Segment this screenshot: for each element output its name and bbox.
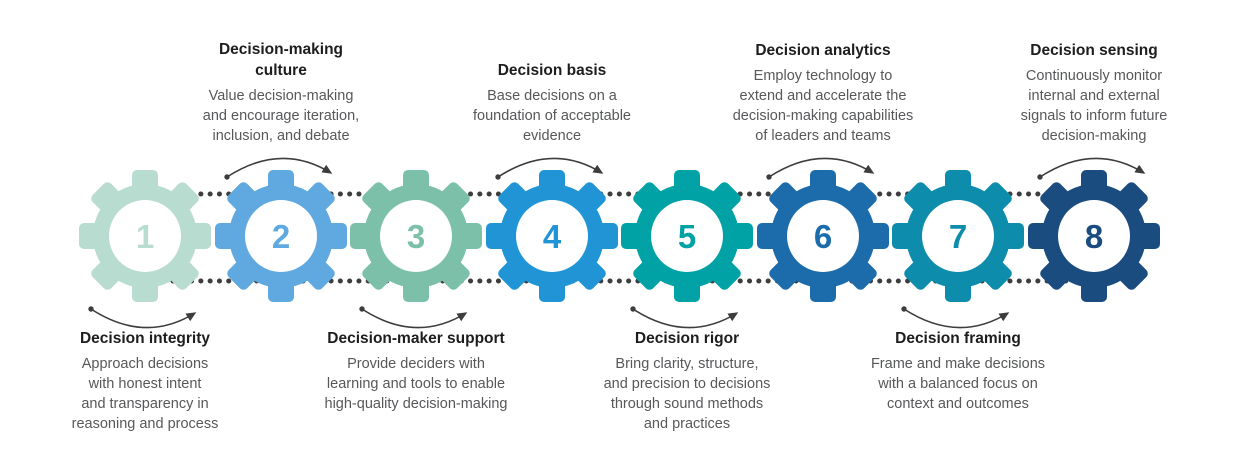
curved-arrow-icon — [495, 157, 604, 180]
gear-hub — [109, 200, 181, 272]
step-title: Decision-maker support — [327, 330, 505, 347]
arrow-curve — [1039, 157, 1146, 178]
gear-number: 2 — [272, 218, 290, 255]
step-label-decision-rigor: Decision rigor Bring clarity, structure,… — [567, 328, 807, 434]
step-title: Decision sensing — [1030, 42, 1158, 59]
curved-arrow-icon — [359, 306, 468, 329]
gear-number: 7 — [949, 218, 967, 255]
curved-arrow-icon — [766, 157, 875, 180]
gear-icon: 5 — [621, 170, 753, 302]
step-label-decision-framing: Decision framing Frame and make decision… — [838, 328, 1078, 414]
arrow-curve — [632, 308, 739, 329]
step-title: Decision integrity — [79, 330, 211, 347]
gear-number: 1 — [136, 218, 154, 255]
gear-hub — [516, 200, 588, 272]
step-label-decision-making-culture: Decision-making culture Value decision-m… — [161, 18, 401, 146]
arrow-curve — [90, 308, 197, 329]
gear-number: 4 — [543, 218, 562, 255]
step-label-decision-maker-support: Decision-maker support Provide deciders … — [296, 328, 536, 414]
gear-hub — [922, 200, 994, 272]
gear-icon: 8 — [1028, 170, 1160, 302]
step-description: Base decisions on a foundation of accept… — [472, 88, 631, 144]
curved-arrow-icon — [901, 306, 1010, 329]
step-description: Provide deciders with learning and tools… — [324, 356, 508, 412]
gear-icon: 1 — [79, 170, 211, 302]
curved-arrow-icon — [88, 306, 197, 329]
arrow-curve — [903, 308, 1010, 329]
step-title: Decision-making culture — [218, 41, 344, 79]
gear-icon: 4 — [486, 170, 618, 302]
curved-arrow-icon — [630, 306, 739, 329]
arrow-curve — [226, 157, 333, 178]
gear-number: 3 — [407, 218, 425, 255]
gear-icon: 2 — [215, 170, 347, 302]
curved-arrow-icon — [224, 157, 333, 180]
arrow-curve — [361, 308, 468, 329]
step-description: Approach decisions with honest intent an… — [71, 356, 219, 432]
step-label-decision-integrity: Decision integrity Approach decisions wi… — [25, 328, 265, 434]
gear-icon: 6 — [757, 170, 889, 302]
gear-number: 8 — [1085, 218, 1103, 255]
gear-hub — [651, 200, 723, 272]
step-title: Decision analytics — [755, 42, 891, 59]
step-label-decision-basis: Decision basis Base decisions on a found… — [432, 18, 672, 146]
gear-hub — [787, 200, 859, 272]
step-title: Decision basis — [497, 62, 607, 79]
arrow-curve — [768, 157, 875, 178]
step-description: Bring clarity, structure, and precision … — [603, 356, 771, 432]
step-description: Continuously monitor internal and extern… — [1020, 68, 1168, 144]
step-title: Decision framing — [895, 330, 1021, 347]
step-description: Frame and make decisions with a balanced… — [870, 356, 1046, 412]
step-label-decision-analytics: Decision analytics Employ technology to … — [703, 18, 943, 146]
step-title: Decision rigor — [634, 330, 740, 347]
step-label-decision-sensing: Decision sensing Continuously monitor in… — [974, 18, 1214, 146]
gear-number: 5 — [678, 218, 696, 255]
gear-hub — [245, 200, 317, 272]
gear-hub — [380, 200, 452, 272]
gear-number: 6 — [814, 218, 832, 255]
step-description: Employ technology to extend and accelera… — [732, 68, 914, 144]
step-description: Value decision-making and encourage iter… — [202, 88, 360, 144]
arrow-curve — [497, 157, 604, 178]
gear-icon: 7 — [892, 170, 1024, 302]
curved-arrow-icon — [1037, 157, 1146, 180]
gear-icon: 3 — [350, 170, 482, 302]
gear-hub — [1058, 200, 1130, 272]
